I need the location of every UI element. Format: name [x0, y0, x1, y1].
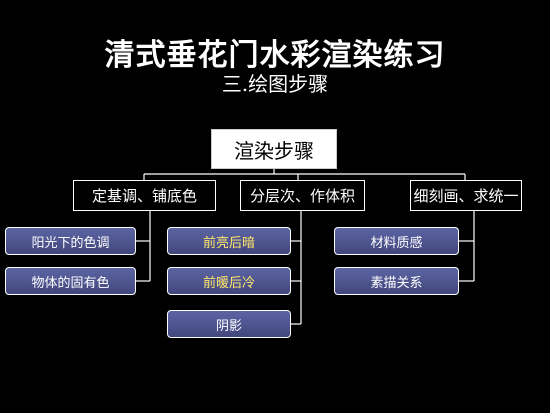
- root-node: 渲染步骤: [211, 129, 337, 169]
- category-node-3: 细刻画、求统一: [410, 180, 522, 211]
- step-node-1-1: 阳光下的色调: [5, 227, 136, 255]
- step-node-3-1: 材料质感: [334, 227, 459, 255]
- step-node-1-2: 物体的固有色: [5, 267, 136, 295]
- step-node-2-1: 前亮后暗: [167, 227, 291, 255]
- page-title: 清式垂花门水彩渲染练习: [104, 38, 446, 73]
- step-node-3-2: 素描关系: [334, 267, 459, 295]
- step-node-2-3: 阴影: [167, 310, 291, 338]
- step-node-2-2: 前暖后冷: [167, 267, 291, 295]
- category-node-2: 分层次、作体积: [240, 180, 365, 211]
- page-subtitle: 三.绘图步骤: [221, 72, 329, 96]
- category-node-1: 定基调、铺底色: [73, 180, 216, 211]
